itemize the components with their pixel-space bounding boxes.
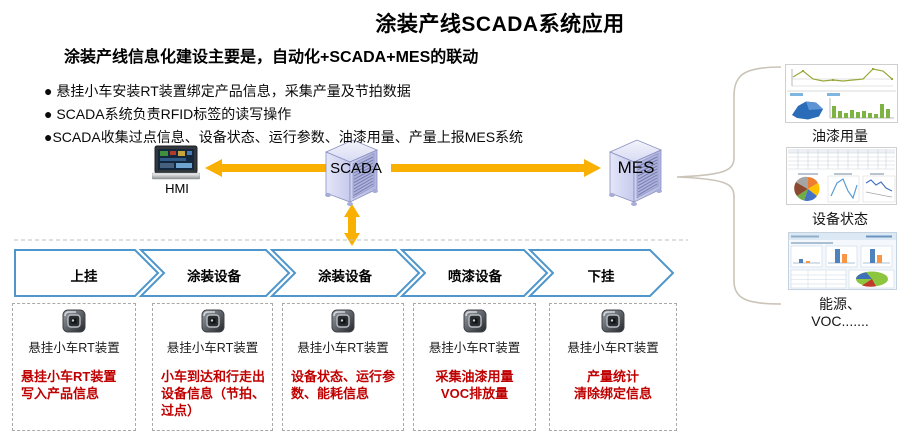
station-description: 产量统计 清除绑定信息 (573, 369, 652, 401)
flow-chevron-shape (399, 249, 549, 297)
hmi-node-label: HMI (165, 181, 189, 196)
station-device-label: 悬挂小车RT装置 (28, 341, 120, 355)
flow-step-label-4: 喷漆设备 (448, 269, 502, 284)
station-card: 悬挂小车RT装置 悬挂小车RT装置 写入产品信息 (12, 303, 136, 431)
station-description: 小车到达和行走出 设备信息（节拍、 过点） (161, 369, 266, 418)
station-description: 悬挂小车RT装置 写入产品信息 (21, 369, 117, 401)
server-3d-icon (324, 139, 379, 206)
flow-step-label-1: 上挂 (70, 269, 98, 284)
bullet-item-2: ● SCADA系统负责RFID标签的读写操作 (44, 106, 292, 122)
bullet-item-3: ●SCADA收集过点信息、设备状态、运行参数、油漆用量、产量上报MES系统 (44, 129, 524, 145)
output-label-energy-voc: 能源、 VOC....... (811, 296, 869, 329)
station-device-label: 悬挂小车RT装置 (428, 341, 521, 355)
hmi-panel-icon (152, 145, 200, 180)
arrow-scada-to-hmi (205, 159, 331, 177)
station-card: 悬挂小车RT装置 产量统计 清除绑定信息 (549, 303, 677, 431)
flow-chevron-shape (14, 249, 160, 297)
scada-node-label: SCADA (330, 160, 382, 177)
energy-voc-dashboard-thumbnail (788, 232, 897, 290)
page-title: 涂装产线SCADA系统应用 (375, 13, 625, 36)
server-3d-icon (608, 139, 663, 206)
station-description: 设备状态、运行参 数、能耗信息 (291, 369, 396, 401)
station-device-label: 悬挂小车RT装置 (166, 341, 259, 355)
station-card: 悬挂小车RT装置 设备状态、运行参 数、能耗信息 (282, 303, 404, 431)
rt-reader-icon (331, 309, 355, 333)
station-description: 采集油漆用量 VOC排放量 (435, 369, 514, 401)
output-label-paint-usage: 油漆用量 (812, 128, 868, 144)
flow-chevron-shape (138, 249, 291, 297)
arrow-scada-to-mes (391, 159, 601, 177)
subtitle: 涂装产线信息化建设主要是，自动化+SCADA+MES的联动 (64, 49, 479, 66)
station-card: 悬挂小车RT装置 采集油漆用量 VOC排放量 (413, 303, 536, 431)
flow-chevron-shape (527, 249, 675, 297)
rt-reader-icon (201, 309, 224, 333)
mes-node-label: MES (617, 158, 655, 177)
flow-chevron-shape (269, 249, 421, 297)
rt-reader-icon (463, 309, 486, 333)
station-card: 悬挂小车RT装置 小车到达和行走出 设备信息（节拍、 过点） (152, 303, 273, 431)
device-status-chart-thumbnail (786, 147, 897, 205)
arrow-scada-to-line-vertical (344, 204, 360, 246)
rt-reader-icon (62, 309, 86, 333)
paint-usage-chart-thumbnail (785, 64, 898, 123)
flow-step-label-3: 涂装设备 (318, 269, 372, 284)
output-label-device-status: 设备状态 (812, 211, 868, 227)
flow-step-label-5: 下挂 (587, 269, 615, 284)
station-device-label: 悬挂小车RT装置 (567, 341, 659, 355)
bullet-item-1: ● 悬挂小车安装RT装置绑定产品信息，采集产量及节拍数据 (44, 83, 411, 99)
curly-brace (676, 66, 782, 305)
rt-reader-icon (601, 309, 625, 333)
flow-step-label-2: 涂装设备 (187, 269, 241, 284)
station-device-label: 悬挂小车RT装置 (297, 341, 389, 355)
